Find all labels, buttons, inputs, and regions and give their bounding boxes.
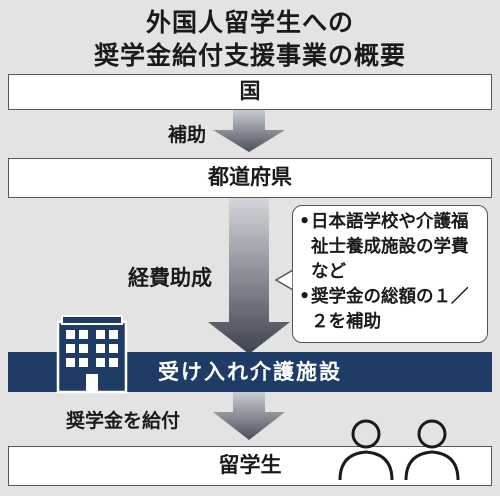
note-item-2: • 奨学金の総額の１／２を補助 bbox=[299, 285, 481, 335]
building-icon bbox=[56, 315, 128, 394]
bullet: • bbox=[299, 212, 311, 232]
diagram-title: 外国人留学生への 奨学金給付支援事業の概要 bbox=[0, 6, 500, 72]
student-label: 留学生 bbox=[218, 453, 282, 477]
facility-label: 受け入れ介護施設 bbox=[158, 360, 342, 384]
person-icon bbox=[338, 419, 394, 481]
person-icon bbox=[404, 419, 460, 481]
country-label: 国 bbox=[239, 79, 261, 103]
subsidy-label: 補助 bbox=[168, 124, 207, 146]
bullet: • bbox=[299, 287, 311, 307]
note-item-1-text: 日本語学校や介護福祉士養成施設の学費など bbox=[311, 212, 469, 282]
scholarship-label: 奨学金を給付 bbox=[66, 410, 181, 432]
prefecture-label: 都道府県 bbox=[208, 165, 292, 189]
country-box: 国 bbox=[8, 74, 492, 110]
note-item-1: • 日本語学校や介護福祉士養成施設の学費など bbox=[299, 210, 481, 285]
prefecture-box: 都道府県 bbox=[8, 158, 492, 198]
title-line-1: 外国人留学生への bbox=[145, 8, 354, 37]
title-line-2: 奨学金給付支援事業の概要 bbox=[93, 41, 406, 70]
note-bubble: • 日本語学校や介護福祉士養成施設の学費など • 奨学金の総額の１／２を補助 bbox=[292, 205, 488, 343]
cost-subsidy-label: 経費助成 bbox=[128, 266, 212, 290]
note-item-2-text: 奨学金の総額の１／２を補助 bbox=[311, 287, 469, 332]
